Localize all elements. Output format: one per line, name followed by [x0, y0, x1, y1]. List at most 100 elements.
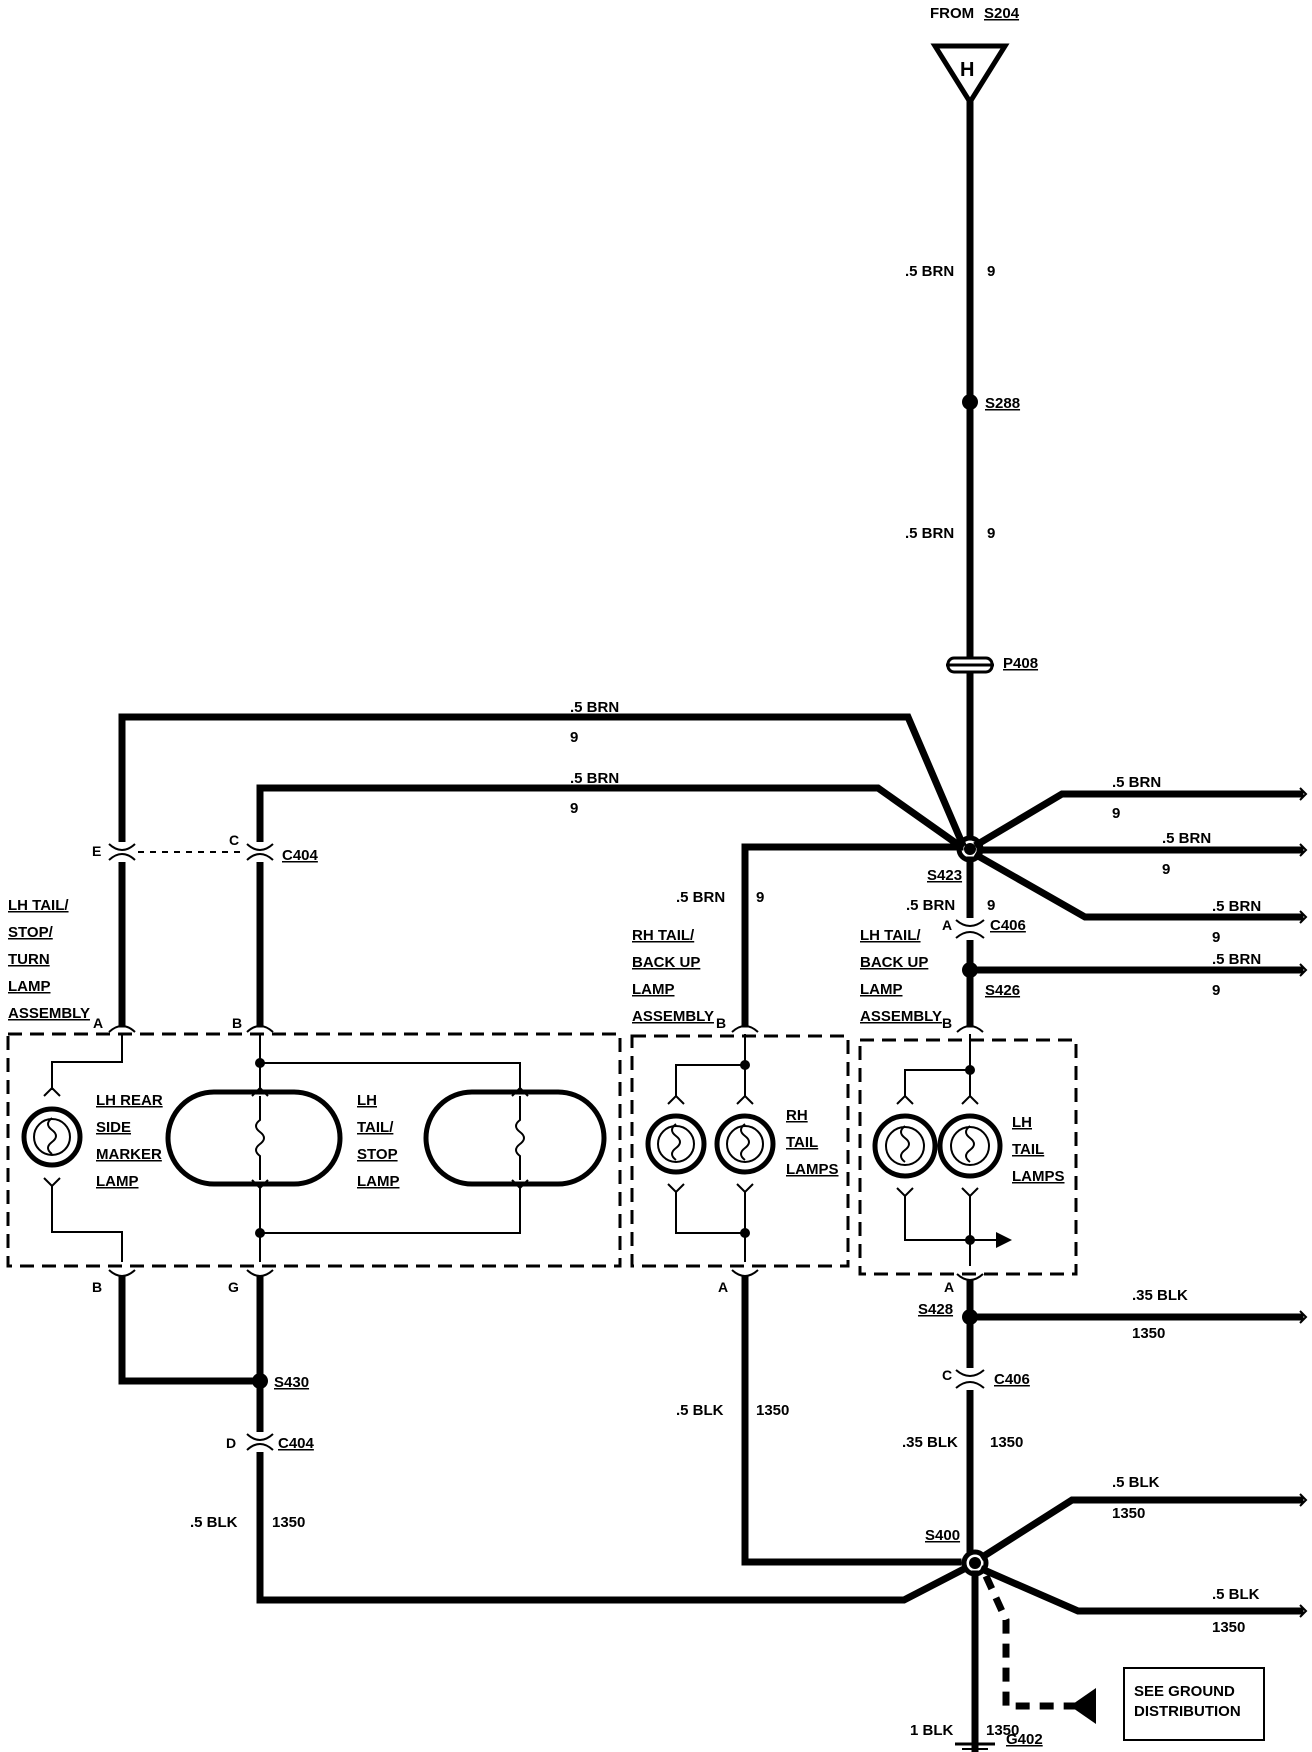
assembly-rh-tail-backup: [630, 1034, 850, 1268]
svg-text:LAMP: LAMP: [357, 1173, 400, 1190]
svg-text:STOP/: STOP/: [8, 924, 54, 941]
splice-s423-label: S423: [927, 867, 962, 884]
circuit-label: 9: [756, 889, 764, 906]
wire-label: .5 BRN: [1212, 898, 1261, 915]
circuit-label: 1350: [1112, 1505, 1145, 1522]
svg-text:RH: RH: [786, 1107, 808, 1124]
wire-rh-ground: [741, 1276, 962, 1566]
svg-text:ASSEMBLY: ASSEMBLY: [860, 1008, 942, 1025]
pin-label: B: [716, 1015, 726, 1031]
pin-label: B: [232, 1015, 242, 1031]
svg-text:LAMP: LAMP: [8, 978, 51, 995]
case-ground-icon: [996, 1232, 1012, 1248]
pin-label: C: [229, 832, 239, 848]
assembly-lh-tail-stop-turn: [6, 1032, 622, 1268]
svg-text:LAMP: LAMP: [96, 1173, 139, 1190]
ground-g402-label: G402: [1006, 1731, 1043, 1748]
pin-label: A: [93, 1015, 103, 1031]
svg-text:LH: LH: [1012, 1114, 1032, 1131]
connector-c406-c: [955, 1368, 985, 1390]
ground-symbol-icon: [955, 1742, 995, 1750]
assembly-label-lh-tail-backup: LH TAIL/ BACK UP LAMP ASSEMBLY: [860, 927, 942, 1025]
connector-c404-c: [246, 842, 274, 862]
svg-text:LAMP: LAMP: [632, 981, 675, 998]
wire-label: .5 BLK: [676, 1402, 724, 1419]
wire-brn-to-lh-c: [256, 784, 965, 1028]
pin-label: B: [92, 1279, 102, 1295]
circuit-label: 1350: [272, 1514, 305, 1531]
pin-label: B: [942, 1015, 952, 1031]
svg-text:LH: LH: [357, 1092, 377, 1109]
svg-text:RH TAIL/: RH TAIL/: [632, 927, 695, 944]
svg-text:TAIL: TAIL: [786, 1134, 818, 1151]
wire-label: .5 BRN: [570, 770, 619, 787]
wire-label: .5 BRN: [905, 263, 954, 280]
continuation-arrows: [1299, 787, 1308, 1618]
circuit-label: 9: [1162, 861, 1170, 878]
svg-text:MARKER: MARKER: [96, 1146, 162, 1163]
pin-label: A: [942, 917, 952, 933]
wire-label: 1 BLK: [910, 1722, 954, 1739]
svg-text:ASSEMBLY: ASSEMBLY: [632, 1008, 714, 1025]
source-flag-icon: [930, 43, 1010, 107]
lh-tail-stop-lamp-1-icon: [165, 1089, 343, 1187]
connector-c406-label: C406: [994, 1371, 1030, 1388]
circuit-label: 9: [1212, 929, 1220, 946]
circuit-label: 9: [987, 263, 995, 280]
connector-c404-e: [108, 842, 136, 862]
wire-blk-right-3: [979, 1565, 1304, 1615]
rh-tail-lamp-1-icon: [645, 1094, 707, 1194]
wire-blk-right-2: [979, 1496, 1304, 1561]
circuit-label: 1350: [1132, 1325, 1165, 1342]
svg-text:BACK UP: BACK UP: [632, 954, 700, 971]
splice-s400-label: S400: [925, 1527, 960, 1544]
circuit-label: 1350: [986, 1722, 1019, 1739]
svg-text:LAMPS: LAMPS: [786, 1161, 839, 1178]
from-ref: S204: [984, 5, 1020, 22]
see-ground-distribution-line1: SEE GROUND: [1134, 1683, 1235, 1700]
assembly-label-rh-tail-backup: RH TAIL/ BACK UP LAMP ASSEMBLY: [632, 927, 714, 1025]
circuit-label: 9: [1212, 982, 1220, 999]
pin-label: G: [228, 1279, 239, 1295]
lamp-label-rh-tail: RH TAIL LAMPS: [786, 1107, 839, 1178]
wire-label: .5 BRN: [1212, 951, 1261, 968]
assembly-label-lh-tail-stop-turn: LH TAIL/ STOP/ TURN LAMP ASSEMBLY: [8, 897, 90, 1022]
circuit-label: 9: [987, 525, 995, 542]
pass-through-p408: [946, 656, 994, 674]
wire-label: .35 BLK: [1132, 1287, 1188, 1304]
splice-s426-label: S426: [985, 982, 1020, 999]
source-flag-letter: H: [960, 59, 974, 81]
splice-s428-label: S428: [918, 1301, 953, 1318]
see-ground-distribution-line2: DISTRIBUTION: [1134, 1703, 1241, 1720]
ground-distribution-arrow-icon: [1070, 1688, 1096, 1724]
pin-label: C: [942, 1367, 952, 1383]
wire-brn-right-3: [973, 851, 1304, 921]
svg-text:ASSEMBLY: ASSEMBLY: [8, 1005, 90, 1022]
assembly-lh-tail-backup: [858, 1038, 1078, 1276]
connector-c404-d: [246, 1432, 274, 1452]
circuit-label: 1350: [756, 1402, 789, 1419]
wire-brn-right-1: [973, 790, 1304, 849]
svg-text:BACK UP: BACK UP: [860, 954, 928, 971]
circuit-label: 9: [1112, 805, 1120, 822]
svg-text:LAMPS: LAMPS: [1012, 1168, 1065, 1185]
circuit-label: 1350: [1212, 1619, 1245, 1636]
pass-through-p408-label: P408: [1003, 655, 1038, 672]
wire-label: .5 BLK: [1212, 1586, 1260, 1603]
circuit-label: 9: [570, 800, 578, 817]
wire-brn-to-rh-assembly: [741, 843, 964, 1028]
svg-text:LH TAIL/: LH TAIL/: [860, 927, 921, 944]
splice-s430: [252, 1373, 268, 1389]
lh-tail-lamp-2-icon: [937, 1094, 1003, 1198]
wire-label: .35 BLK: [902, 1434, 958, 1451]
svg-text:TAIL: TAIL: [1012, 1141, 1044, 1158]
wire-label: .5 BRN: [1162, 830, 1211, 847]
circuit-label: 9: [570, 729, 578, 746]
wire-label: .5 BRN: [906, 897, 955, 914]
lh-rear-side-marker-lamp-icon: [21, 1086, 83, 1188]
wire-label: .5 BRN: [905, 525, 954, 542]
svg-text:SIDE: SIDE: [96, 1119, 131, 1136]
connector-c406-a: [955, 918, 985, 940]
lamp-label-lh-tail: LH TAIL LAMPS: [1012, 1114, 1065, 1185]
